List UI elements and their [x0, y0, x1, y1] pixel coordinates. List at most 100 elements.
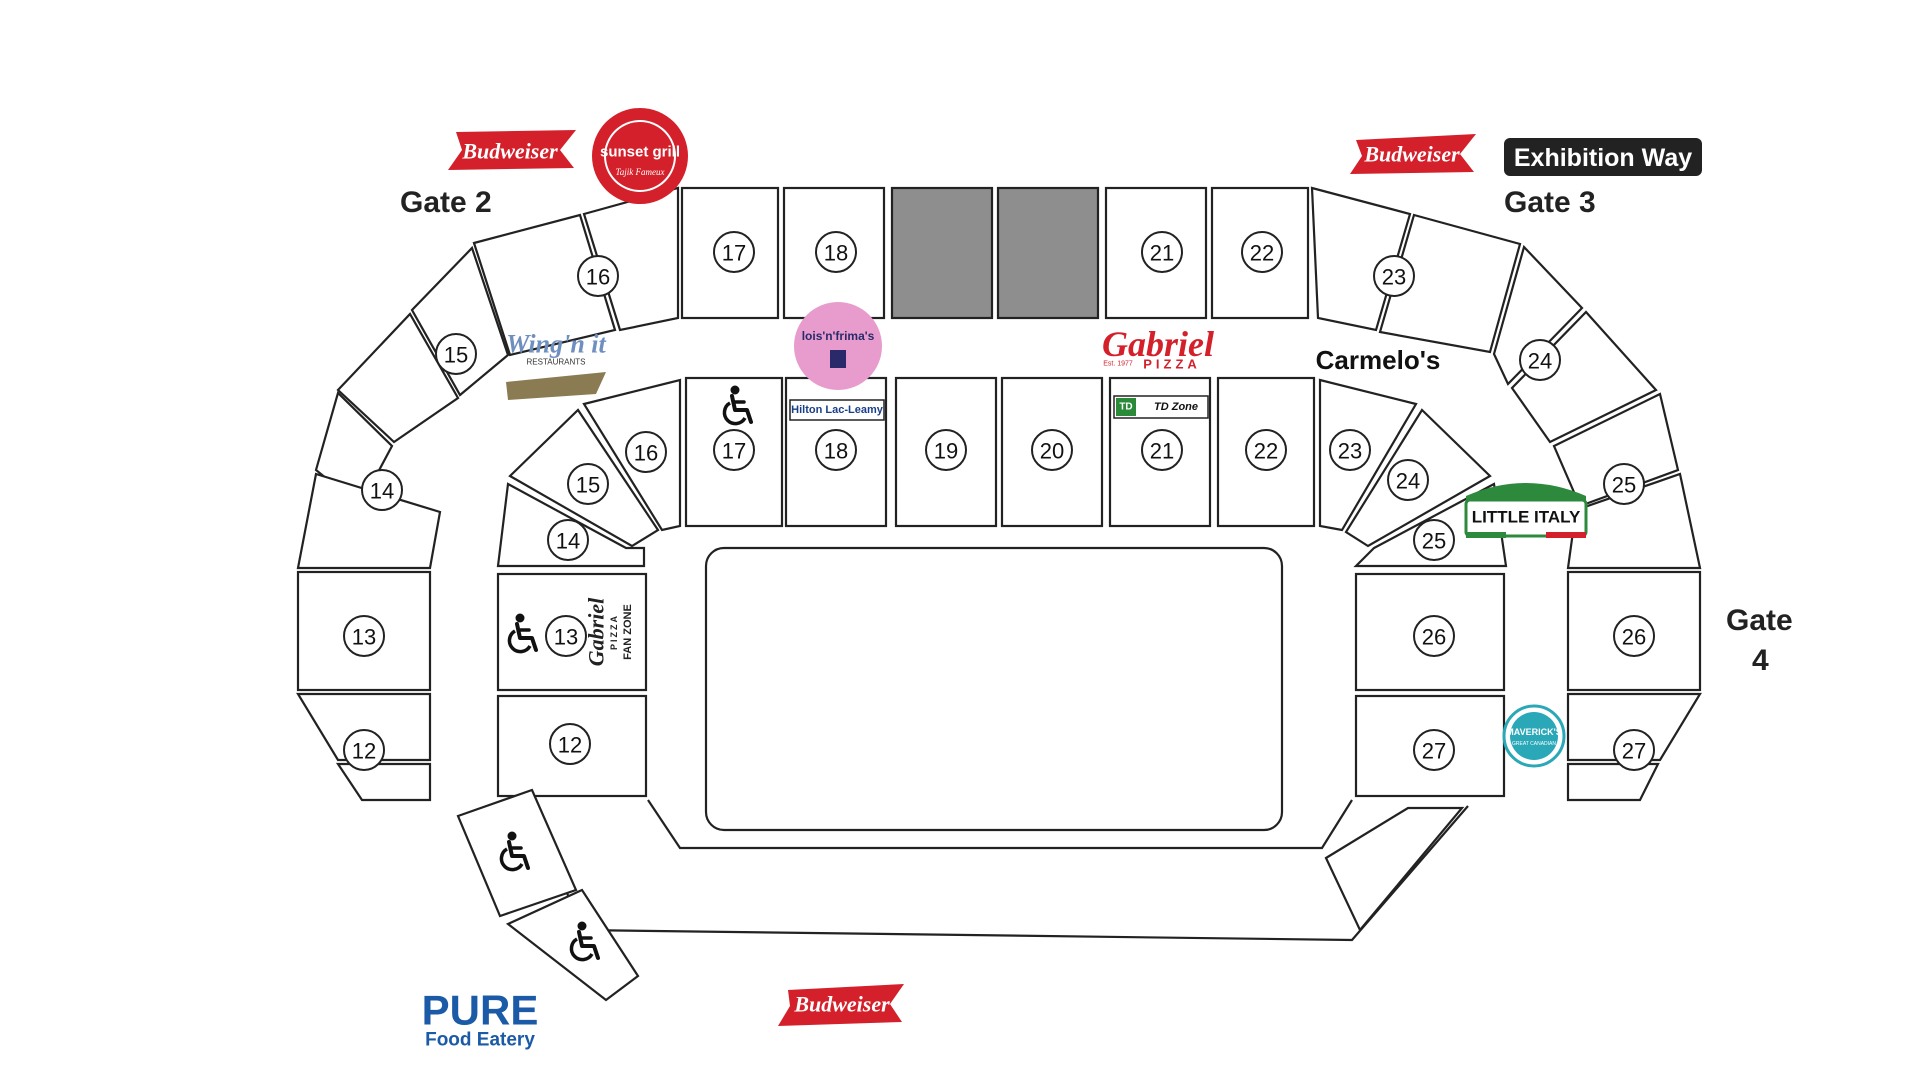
section-upper-24a[interactable]: [1492, 244, 1584, 386]
section-number-badge: [1329, 429, 1371, 471]
svg-text:Est. 1977: Est. 1977: [1103, 361, 1133, 368]
svg-text:Budweiser: Budweiser: [1363, 142, 1460, 167]
section-number-label: 13: [352, 625, 376, 650]
section-number-label: 23: [1382, 265, 1406, 290]
section-number-badge: [435, 333, 477, 375]
section-number-badge: [1413, 615, 1455, 657]
section-number-badge: [1519, 339, 1561, 381]
lois-frimas-logo: lois'n'frima's: [794, 302, 882, 390]
section-upper-27b[interactable]: [1566, 762, 1660, 802]
section-number-label: 24: [1396, 469, 1420, 494]
section-number-label: 26: [1622, 625, 1646, 650]
sunset-grill-logo: sunset grill Tajik Fameux: [592, 108, 688, 204]
gate-2-label: Gate 2: [400, 186, 492, 219]
section-number-badge: [549, 723, 591, 765]
section-number-badge: [343, 615, 385, 657]
accessible-box-1[interactable]: [456, 788, 578, 918]
section-number-badge: [1245, 429, 1287, 471]
section-number-badge: [1141, 429, 1183, 471]
section-blocked-left: [890, 186, 994, 320]
section-number-label: 27: [1422, 739, 1446, 764]
section-number-label: 21: [1150, 241, 1174, 266]
hilton-bar: [789, 399, 885, 421]
section-upper-12b[interactable]: [335, 762, 432, 802]
pure-logo: PURE: [422, 987, 539, 1034]
section-number-label: 26: [1422, 625, 1446, 650]
svg-text:FAN ZONE: FAN ZONE: [622, 604, 634, 660]
ice-rink: [704, 546, 1284, 832]
section-number-badge: [567, 463, 609, 505]
section-number-badge: [343, 729, 385, 771]
svg-text:LITTLE ITALY: LITTLE ITALY: [1472, 508, 1581, 527]
section-number-badge: [1613, 729, 1655, 771]
section-number-badge: [925, 429, 967, 471]
section-number-badge: [815, 429, 857, 471]
section-upper-16a[interactable]: [472, 213, 617, 357]
lower-concourse-line: [647, 799, 1353, 850]
svg-text:MAVERICK'S: MAVERICK'S: [1506, 727, 1561, 737]
mavericks-logo: MAVERICK'S GREAT CANADIAN: [1502, 704, 1566, 768]
section-number-badge: [815, 231, 857, 273]
section-number-badge: [545, 615, 587, 657]
svg-text:lois'n'frima's: lois'n'frima's: [802, 329, 875, 343]
section-number-label: 16: [586, 265, 610, 290]
section-number-badge: [1613, 615, 1655, 657]
section-number-label: 12: [352, 739, 376, 764]
section-number-label: 18: [824, 439, 848, 464]
section-corner-bottom-right[interactable]: [1324, 806, 1465, 933]
td-logo-box: [1116, 398, 1136, 416]
svg-text:Wing'n it: Wing'n it: [506, 330, 606, 359]
budweiser-logo: Budweiser: [448, 130, 576, 170]
td-logo: TD: [1119, 402, 1132, 413]
td-zone-bar: [1113, 395, 1209, 419]
svg-text:PIZZA: PIZZA: [609, 614, 619, 650]
section-number-badge: [1603, 463, 1645, 505]
pure-sub-label: Food Eatery: [425, 1030, 535, 1051]
section-upper-14b[interactable]: [296, 472, 442, 570]
section-number-badge: [625, 431, 667, 473]
section-number-badge: [1241, 231, 1283, 273]
section-number-badge: [713, 429, 755, 471]
section-number-label: 20: [1040, 439, 1064, 464]
wingnit-logo: Wing'n it RESTAURANTS: [506, 330, 607, 400]
little-italy-logo: LITTLE ITALY: [1464, 483, 1588, 538]
td-zone-label: TD Zone: [1154, 401, 1198, 413]
section-number-label: 27: [1622, 739, 1646, 764]
section-number-label: 15: [444, 343, 468, 368]
street-sign: [1504, 138, 1702, 176]
section-number-label: 17: [722, 439, 746, 464]
svg-text:RESTAURANTS: RESTAURANTS: [527, 358, 586, 367]
fan-zone-logo: Gabriel PIZZA FAN ZONE: [584, 597, 635, 666]
section-upper-27a[interactable]: [1566, 692, 1702, 762]
gate-3-label: Gate 3: [1504, 186, 1596, 219]
section-upper-15b[interactable]: [336, 312, 460, 444]
section-number-badge: [1387, 459, 1429, 501]
section-number-label: 23: [1338, 439, 1362, 464]
section-number-badge: [1373, 255, 1415, 297]
section-number-label: 14: [370, 479, 394, 504]
section-blocked-right: [996, 186, 1100, 320]
section-number-label: 22: [1250, 241, 1274, 266]
section-number-label: 24: [1528, 349, 1552, 374]
section-number-label: 17: [722, 241, 746, 266]
section-number-label: 15: [576, 473, 600, 498]
hilton-label: Hilton Lac-Leamy: [791, 404, 884, 416]
budweiser-logo: Budweiser: [1350, 134, 1476, 174]
section-number-label: 25: [1612, 473, 1636, 498]
section-number-badge: [1413, 519, 1455, 561]
section-number-badge: [713, 231, 755, 273]
section-number-badge: [547, 519, 589, 561]
section-number-badge: [577, 255, 619, 297]
svg-text:PIZZA: PIZZA: [1143, 357, 1201, 372]
svg-text:Budweiser: Budweiser: [461, 139, 558, 164]
section-number-badge: [361, 469, 403, 511]
section-number-badge: [1031, 429, 1073, 471]
svg-text:GREAT CANADIAN: GREAT CANADIAN: [1512, 741, 1556, 747]
section-upper-12a[interactable]: [296, 692, 432, 762]
section-number-badge: [1141, 231, 1183, 273]
svg-text:Budweiser: Budweiser: [793, 992, 890, 1017]
section-number-label: 22: [1254, 439, 1278, 464]
section-number-label: 21: [1150, 439, 1174, 464]
section-number-label: 14: [556, 529, 580, 554]
